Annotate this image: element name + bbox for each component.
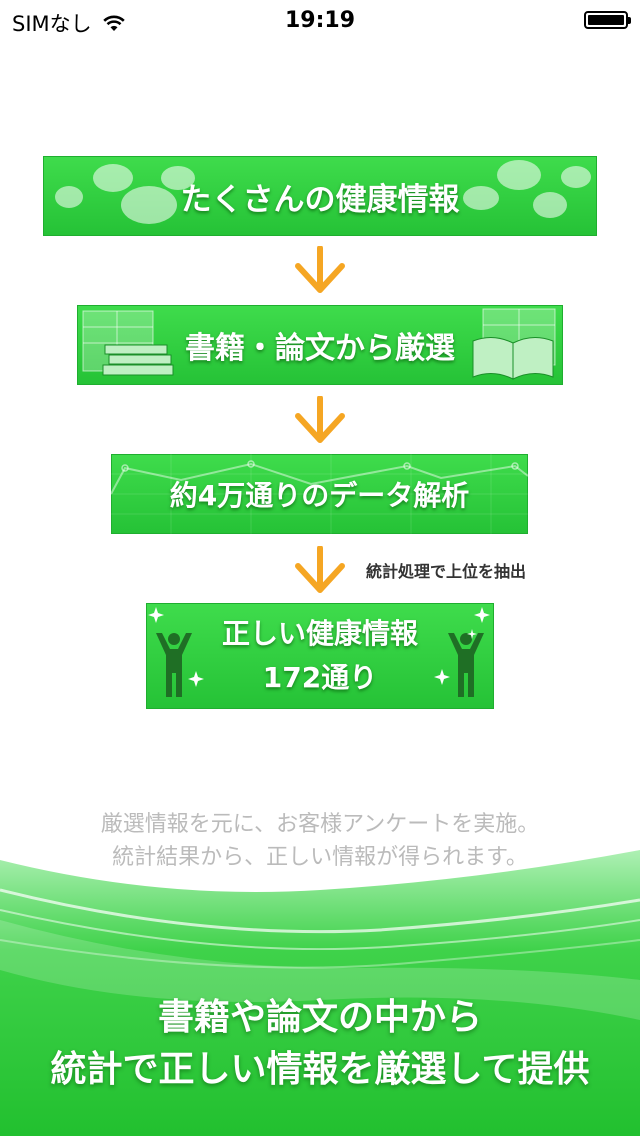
description-line1: 厳選情報を元に、お客様アンケートを実施。	[100, 812, 540, 837]
footer-line2: 統計で正しい情報を厳選して提供	[50, 1049, 590, 1090]
status-bar: SIMなし 19:19	[0, 0, 640, 40]
status-time: 19:19	[284, 8, 356, 33]
flow-step-result: 正しい健康情報 172通り	[146, 603, 494, 709]
flow-step-4-label: 正しい健康情報 172通り	[222, 612, 418, 700]
description-text: 厳選情報を元に、お客様アンケートを実施。 統計結果から、正しい情報が得られます。	[0, 808, 640, 874]
flow-step-4-line1: 正しい健康情報	[221, 617, 418, 650]
status-left: SIMなし	[12, 8, 126, 38]
down-arrow-icon	[295, 546, 345, 593]
down-arrow-icon	[295, 396, 345, 443]
sparkle-icon	[148, 607, 490, 687]
wifi-icon	[102, 15, 125, 31]
flow-step-selection: 書籍・論文から厳選	[77, 305, 563, 385]
books-icon	[82, 310, 174, 376]
flow-step-3-label: 約4万通りのデータ解析	[169, 479, 470, 512]
flow-step-2-label: 書籍・論文から厳選	[185, 331, 455, 366]
open-book-icon	[472, 308, 556, 380]
statistics-note: 統計処理で上位を抽出	[366, 562, 527, 581]
flow-step-health-info: たくさんの健康情報	[43, 156, 597, 236]
flow-step-1-label: たくさんの健康情報	[180, 181, 460, 218]
footer-line1: 書籍や論文の中から	[157, 997, 482, 1038]
footer-headline: 書籍や論文の中から 統計で正しい情報を厳選して提供	[0, 992, 640, 1096]
flow-step-analysis: 約4万通りのデータ解析	[111, 454, 528, 534]
down-arrow-icon	[295, 246, 345, 293]
chat-bubbles-icon	[93, 164, 133, 192]
description-line2: 統計結果から、正しい情報が得られます。	[112, 845, 528, 870]
person-arms-up-icon	[156, 633, 192, 697]
battery-icon	[584, 11, 631, 29]
flow-step-4-line2: 172通り	[262, 661, 378, 694]
carrier-label: SIMなし	[12, 12, 92, 36]
green-wave-background	[0, 850, 640, 1136]
line-graph-icon	[111, 454, 528, 534]
person-arms-up-icon	[448, 633, 484, 697]
